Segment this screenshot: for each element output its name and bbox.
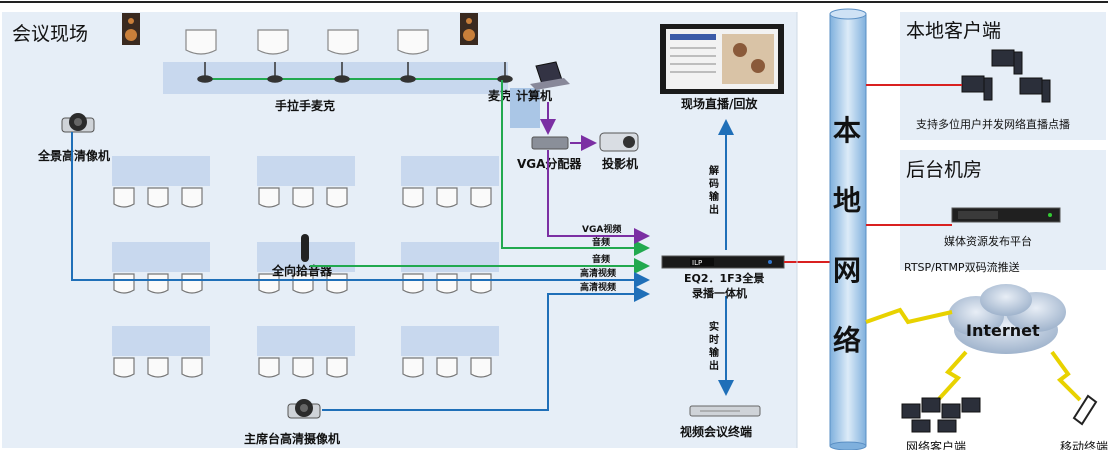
speaker-icon: [122, 13, 140, 45]
signal-label: 高清视频: [580, 281, 616, 293]
hd-video-line-1: [71, 132, 650, 288]
recorder-label-line2: 录播一体机: [692, 286, 747, 300]
vga-line: [547, 150, 650, 244]
video-terminal-label: 视频会议终端: [680, 424, 752, 439]
lightning-link: [865, 307, 953, 325]
network-pillar-char: 络: [833, 324, 861, 357]
audio-line-1: [501, 80, 650, 256]
local-client-desc: 支持多位用户并发网络直播点播: [916, 117, 1070, 131]
lightning-link: [936, 350, 968, 402]
chair-icon: [185, 29, 217, 55]
recorder-brand: ILP: [692, 259, 702, 267]
server-rack-icon: [951, 207, 1061, 223]
laptop-icon: [530, 61, 570, 90]
audience-chairs: [113, 187, 492, 378]
decode-output-char: 解: [709, 164, 719, 177]
net-client-label: 网络客户端: [906, 439, 966, 450]
recorder-device-icon: ILP: [661, 255, 785, 269]
video-terminal-icon: [689, 405, 761, 417]
realtime-output-char: 输: [709, 346, 720, 359]
internet-cloud-icon: [948, 284, 1066, 354]
camera-icon: [61, 113, 95, 133]
chair-camera-label: 主席台高清摄像机: [244, 431, 340, 446]
vga-splitter-icon: [531, 136, 569, 150]
live-display-label: 现场直播/回放: [681, 96, 758, 111]
signal-label: VGA视频: [582, 223, 621, 235]
panorama-camera-label: 全景高清像机: [37, 148, 110, 163]
chair-icon: [327, 29, 359, 55]
signal-label: 音频: [592, 236, 610, 248]
mobile-phone-icon: [1072, 394, 1098, 426]
chair-icon: [397, 29, 429, 55]
realtime-output-char: 时: [709, 333, 719, 346]
network-pillar-char: 地: [833, 184, 861, 217]
network-pillar-char: 本: [833, 114, 861, 147]
rtsp-label: RTSP/RTMP双码流推送: [904, 260, 1020, 274]
chair-icon: [257, 29, 289, 55]
projector-icon: [599, 132, 639, 152]
realtime-output-char: 实: [709, 320, 719, 333]
display-monitor-icon: [660, 24, 784, 94]
server-room-title: 后台机房: [906, 159, 982, 181]
camera-icon: [287, 399, 321, 419]
projector-label: 投影机: [602, 156, 638, 171]
internet-label: Internet: [966, 321, 1040, 340]
computer-label: 计算机: [516, 88, 552, 103]
mic-array-label: 手拉手麦克: [275, 98, 335, 113]
decode-output-char: 出: [709, 203, 719, 216]
pc-cluster-icon: [961, 49, 1051, 103]
mic-label: 麦克: [488, 88, 512, 103]
local-client-title: 本地客户端: [906, 20, 1001, 42]
network-pillar-char: 网: [833, 254, 861, 287]
vga-splitter-label: VGA分配器: [517, 156, 582, 171]
mobile-label: 移动终端: [1060, 439, 1108, 450]
speaker-icon: [460, 13, 478, 45]
meeting-title: 会议现场: [12, 23, 88, 45]
decode-output-char: 输: [709, 190, 720, 203]
decode-output-char: 码: [709, 178, 719, 190]
signal-label: 音频: [592, 253, 610, 265]
local-client-panel: [900, 12, 1106, 140]
omni-pickup-icon: [301, 234, 309, 262]
signal-label: 高清视频: [580, 267, 616, 279]
mic-array-icons: [197, 62, 513, 83]
media-platform-label: 媒体资源发布平台: [944, 234, 1032, 248]
lightning-link: [1050, 350, 1082, 402]
hd-video-line-2: [322, 286, 650, 411]
pc-cluster-icon: [901, 397, 981, 433]
recorder-label-line1: EQ2．1F3全景: [684, 271, 764, 285]
local-network-pillar: [829, 8, 867, 450]
realtime-output-char: 出: [709, 359, 719, 372]
